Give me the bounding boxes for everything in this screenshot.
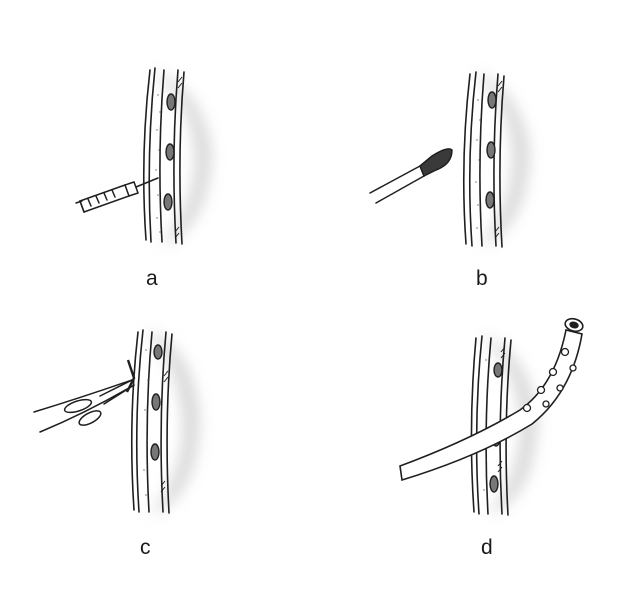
panel-label-c: c	[140, 537, 151, 558]
forceps-icon	[34, 380, 134, 432]
scalpel-icon	[370, 149, 452, 203]
panel-a	[76, 68, 212, 246]
panel-label-b: b	[476, 268, 488, 289]
tissue-shadow-c	[145, 330, 200, 515]
panel-d	[400, 317, 584, 515]
panel-b	[370, 72, 530, 247]
panel-label-d: d	[481, 537, 493, 558]
syringe-icon	[76, 178, 158, 212]
panel-c	[34, 330, 200, 515]
panel-label-a: a	[146, 268, 158, 289]
